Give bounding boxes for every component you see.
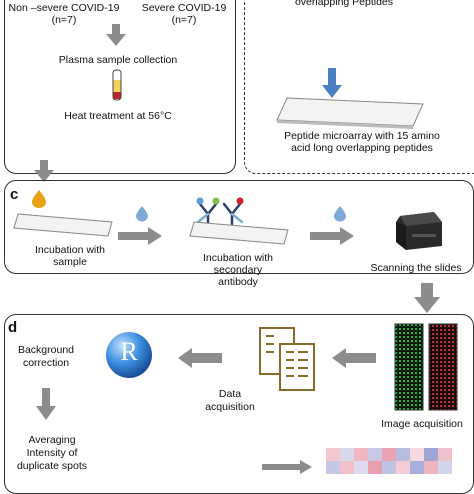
arrow-icon [34, 160, 54, 182]
plasma-collection-step: Plasma sample collection [58, 54, 178, 66]
scan-image-icon [394, 323, 458, 411]
scanner-icon [396, 212, 442, 250]
drop-icon [334, 206, 346, 222]
averaging-line2: Intensity of [26, 447, 78, 459]
arrow-icon [178, 348, 222, 368]
slide-icon [276, 97, 424, 129]
sample-collection-panel [4, 0, 236, 174]
r-logo-icon [106, 332, 152, 378]
heatmap-icon [326, 448, 452, 474]
non-severe-group-count: (n=7) [51, 14, 77, 26]
non-severe-group-label: Non –severe COVID-19 [8, 2, 120, 14]
arrow-icon [118, 227, 162, 245]
peptides-header: overlapping Peptides [294, 0, 394, 8]
incubation-secondary-line2: secondary [213, 264, 263, 276]
averaging-line1: Averaging [28, 434, 76, 446]
background-correction-line1: Background [17, 344, 75, 356]
arrow-icon [322, 68, 342, 98]
microarray-caption-line2: acid long overlapping peptides [291, 142, 433, 154]
slide-icon [13, 213, 113, 237]
slide-icon [189, 221, 289, 245]
heat-treatment-step: Heat treatment at 56°C [64, 110, 172, 122]
scanning-slides-label: Scanning the slides [370, 262, 462, 274]
tube-icon [112, 69, 122, 101]
arrow-icon [106, 24, 126, 46]
image-acquisition-label: Image acquisition [381, 418, 463, 430]
data-acquisition-line2: acquisition [205, 401, 255, 413]
severe-group-count: (n=7) [171, 14, 197, 26]
panel-c-label: c [10, 186, 19, 203]
arrow-icon [36, 388, 56, 420]
averaging-line3: duplicate spots [16, 460, 88, 472]
severe-group-label: Severe COVID-19 [141, 2, 227, 14]
incubation-sample-line1: Incubation with [34, 244, 106, 256]
incubation-sample-line2: sample [53, 256, 87, 268]
document-icon [259, 327, 315, 391]
background-correction-line2: correction [22, 357, 70, 369]
incubation-secondary-line1: Incubation with [202, 252, 274, 264]
data-acquisition-line1: Data [218, 388, 242, 400]
incubation-secondary-line3: antibody [218, 276, 258, 288]
r-logo-letter: R [120, 337, 138, 366]
panel-d-label: d [8, 319, 18, 336]
drop-icon [32, 190, 46, 208]
arrow-icon [414, 283, 440, 313]
microarray-caption-line1: Peptide microarray with 15 amino [284, 130, 440, 142]
drop-icon [136, 206, 148, 222]
arrow-icon [310, 227, 354, 245]
arrow-icon [332, 348, 376, 368]
peptide-microarray-panel [244, 0, 474, 174]
antibody-icon [196, 197, 244, 226]
arrow-icon [262, 460, 312, 474]
